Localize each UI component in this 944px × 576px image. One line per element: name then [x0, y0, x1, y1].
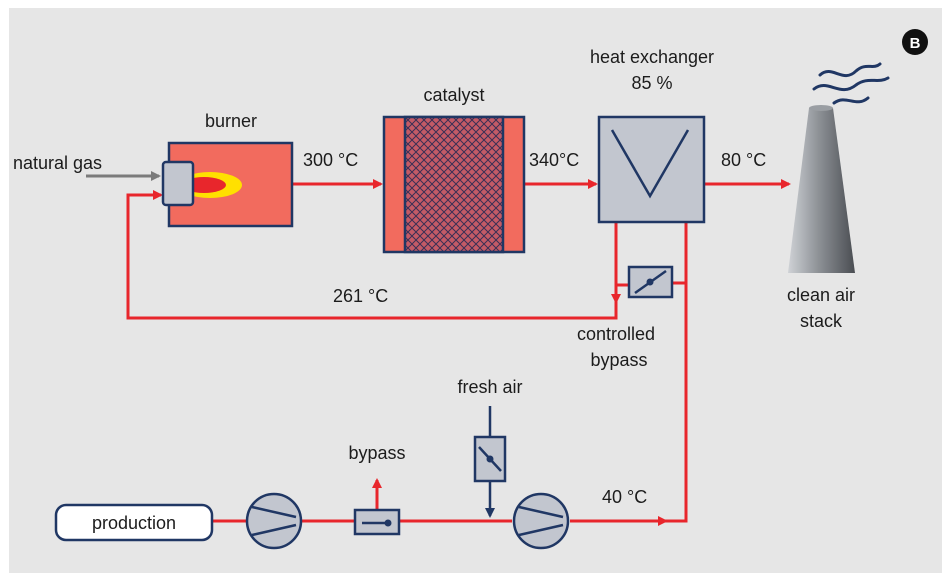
controlled-bypass-label-line1: controlled [577, 324, 655, 344]
heat-exchanger-label: heat exchanger [590, 47, 714, 67]
fan-1 [245, 492, 303, 550]
exchanger-outlet-temp: 80 °C [721, 150, 766, 170]
stack-label-line2: stack [800, 311, 843, 331]
burner-nozzle [161, 160, 195, 207]
badge-label: B [910, 35, 921, 52]
production-box [54, 503, 214, 542]
return-temp: 261 °C [333, 286, 388, 306]
heat-exchanger [597, 115, 706, 224]
catalyst [382, 115, 526, 254]
fan-2 [512, 492, 570, 550]
catalyst-label: catalyst [423, 85, 484, 105]
controlled-bypass-damper [627, 265, 674, 299]
burner-outlet-temp: 300 °C [303, 150, 358, 170]
stack-smoke-icon [812, 62, 890, 105]
natural-gas-label: natural gas [13, 153, 102, 173]
catalyst-outlet-temp: 340°C [529, 150, 579, 170]
catalyst-bed [403, 115, 505, 254]
exchanger-chevron [610, 129, 690, 199]
controlled-bypass-label-line2: bypass [590, 350, 647, 370]
heat-exchanger-efficiency: 85 % [631, 73, 672, 93]
badge: B [902, 29, 928, 55]
bypass-damper [353, 508, 401, 536]
production-label: production [92, 513, 176, 533]
bypass-label: bypass [348, 443, 405, 463]
burner-label: burner [205, 111, 257, 131]
clean-air-stack [788, 105, 855, 273]
fresh-air-damper [473, 435, 507, 483]
burner [161, 141, 294, 228]
flow-supply-riser [570, 222, 688, 523]
fresh-air-label: fresh air [457, 377, 522, 397]
fan-outlet-temp: 40 °C [602, 487, 647, 507]
stack-label-line1: clean air [787, 285, 855, 305]
